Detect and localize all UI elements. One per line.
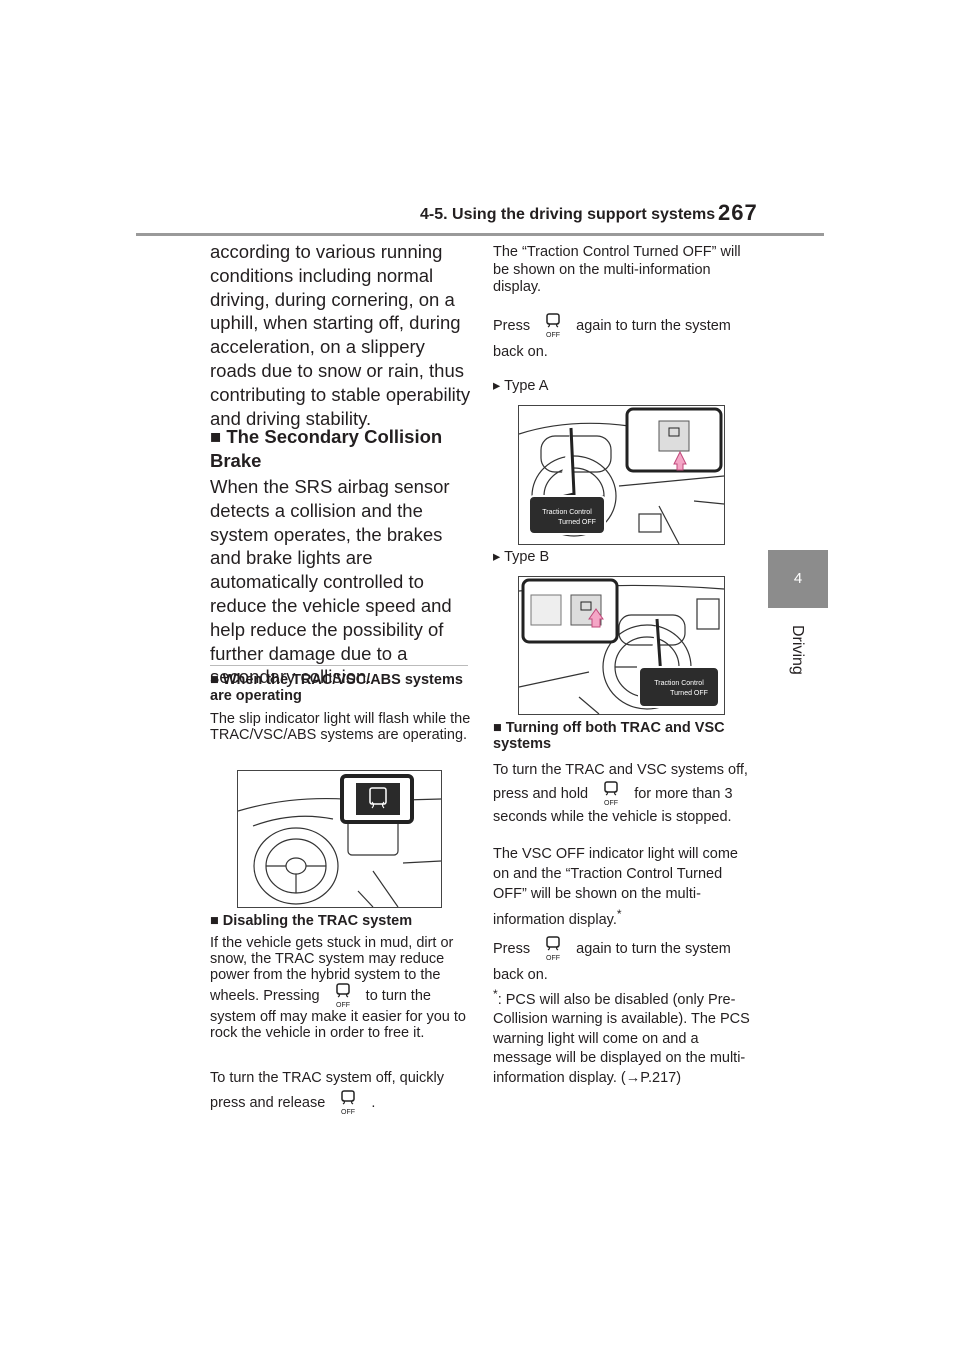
disabling-paragraph: If the vehicle gets stuck in mud, dirt o… [210,935,472,1041]
press-again-1: Press [493,318,531,334]
secondary-heading-block: ■ The Secondary Collision Brake [210,425,472,473]
traction-off-icon: OFF [328,983,358,1009]
operating-heading-block: ■ When the TRAC/VSC/ABS systems are oper… [210,672,472,704]
traction-off-icon: OFF [333,1090,363,1116]
svg-text:OFF: OFF [604,800,618,807]
chapter-tab: 4 [768,550,828,608]
both-text-1: To turn the TRAC and VSC systems off, pr… [493,762,748,802]
traction-off-icon: OFF [538,313,568,339]
traction-off-icon: OFF [538,936,568,962]
vsc-off-text: The VSC OFF indicator light will come on… [493,846,738,928]
chapter-label: Driving [789,625,806,675]
traction-off-icon: OFF [596,781,626,807]
operating-text: The slip indicator light will flash whil… [210,711,471,743]
type-b-label-row: ▸ Type B [493,549,549,565]
footnote-ref[interactable]: P.217) [640,1069,682,1086]
display-msg-line1-a: Traction Control [542,509,592,516]
display-msg-line1-b: Traction Control [654,680,704,687]
type-b-label: Type B [504,549,550,565]
heading-marker: ■ [210,913,219,929]
footnote-mark: * [616,907,622,921]
press-again-paragraph: Press OFF again to turn the system back … [493,313,755,365]
heading-marker: ■ [493,720,502,736]
vsc-off-paragraph: The VSC OFF indicator light will come on… [493,844,755,930]
tc-off-text: The “Traction Control Turned OFF” will b… [493,244,741,295]
secondary-text: When the SRS airbag sensor detects a col… [210,476,452,688]
triangle-bullet-icon: ▸ [493,549,501,565]
disabling-text-2: to turn the system off may make it easie… [210,987,466,1041]
press-again-b1: Press [493,941,531,957]
turn-off-text-2: . [371,1094,376,1111]
disabling-text-1: If the vehicle gets stuck in mud, dirt o… [210,935,454,1004]
footnote-mark: * [493,987,498,1001]
heading-marker: ■ [210,426,222,447]
heading-marker: ■ [210,672,219,688]
press-again-b2: again to turn the system back on. [493,941,731,984]
svg-text:OFF: OFF [546,332,560,339]
type-b-illustration: Traction Control Turned OFF [518,576,725,715]
both-heading-block: ■ Turning off both TRAC and VSC systems [493,720,755,752]
press-again-b-paragraph: Press OFF again to turn the system back … [493,936,755,988]
turn-off-text-1: To turn the TRAC system off, quickly pre… [210,1070,444,1111]
arrow-icon: → [625,1069,641,1086]
type-a-label-row: ▸ Type A [493,378,548,394]
triangle-bullet-icon: ▸ [493,378,501,394]
slip-indicator-illustration [237,770,442,908]
svg-text:OFF: OFF [341,1109,355,1116]
page-number: 267 [718,200,758,225]
both-paragraph: To turn the TRAC and VSC systems off, pr… [493,760,755,828]
footnote-text: : PCS will also be disabled (only Pre-Co… [493,991,750,1086]
divider [210,665,468,666]
disabling-heading: Disabling the TRAC system [222,913,413,929]
section-title: 4-5. Using the driving support systems [420,206,716,223]
turn-off-paragraph: To turn the TRAC system off, quickly pre… [210,1066,472,1116]
disabling-heading-block: ■ Disabling the TRAC system [210,913,472,929]
both-heading: Turning off both TRAC and VSC systems [493,720,725,752]
footnote: *: PCS will also be disabled (only Pre-C… [493,985,755,1088]
header-rule [136,233,824,236]
type-a-illustration: Traction Control Turned OFF [518,405,725,545]
secondary-heading: The Secondary Collision Brake [210,426,443,471]
type-a-label: Type A [504,378,549,394]
display-msg-line2-b: Turned OFF [670,690,708,697]
svg-text:OFF: OFF [546,955,560,962]
svg-text:OFF: OFF [336,1002,350,1009]
both-text-2: for more than 3 seconds while the vehicl… [493,785,733,825]
operating-heading: When the TRAC/VSC/ABS systems are operat… [210,672,463,704]
intro-text: according to various running conditions … [210,241,471,429]
display-msg-line2-a: Turned OFF [558,519,596,526]
press-again-2: again to turn the system back on. [493,318,731,361]
intro-paragraph: according to various running conditions … [210,240,472,430]
